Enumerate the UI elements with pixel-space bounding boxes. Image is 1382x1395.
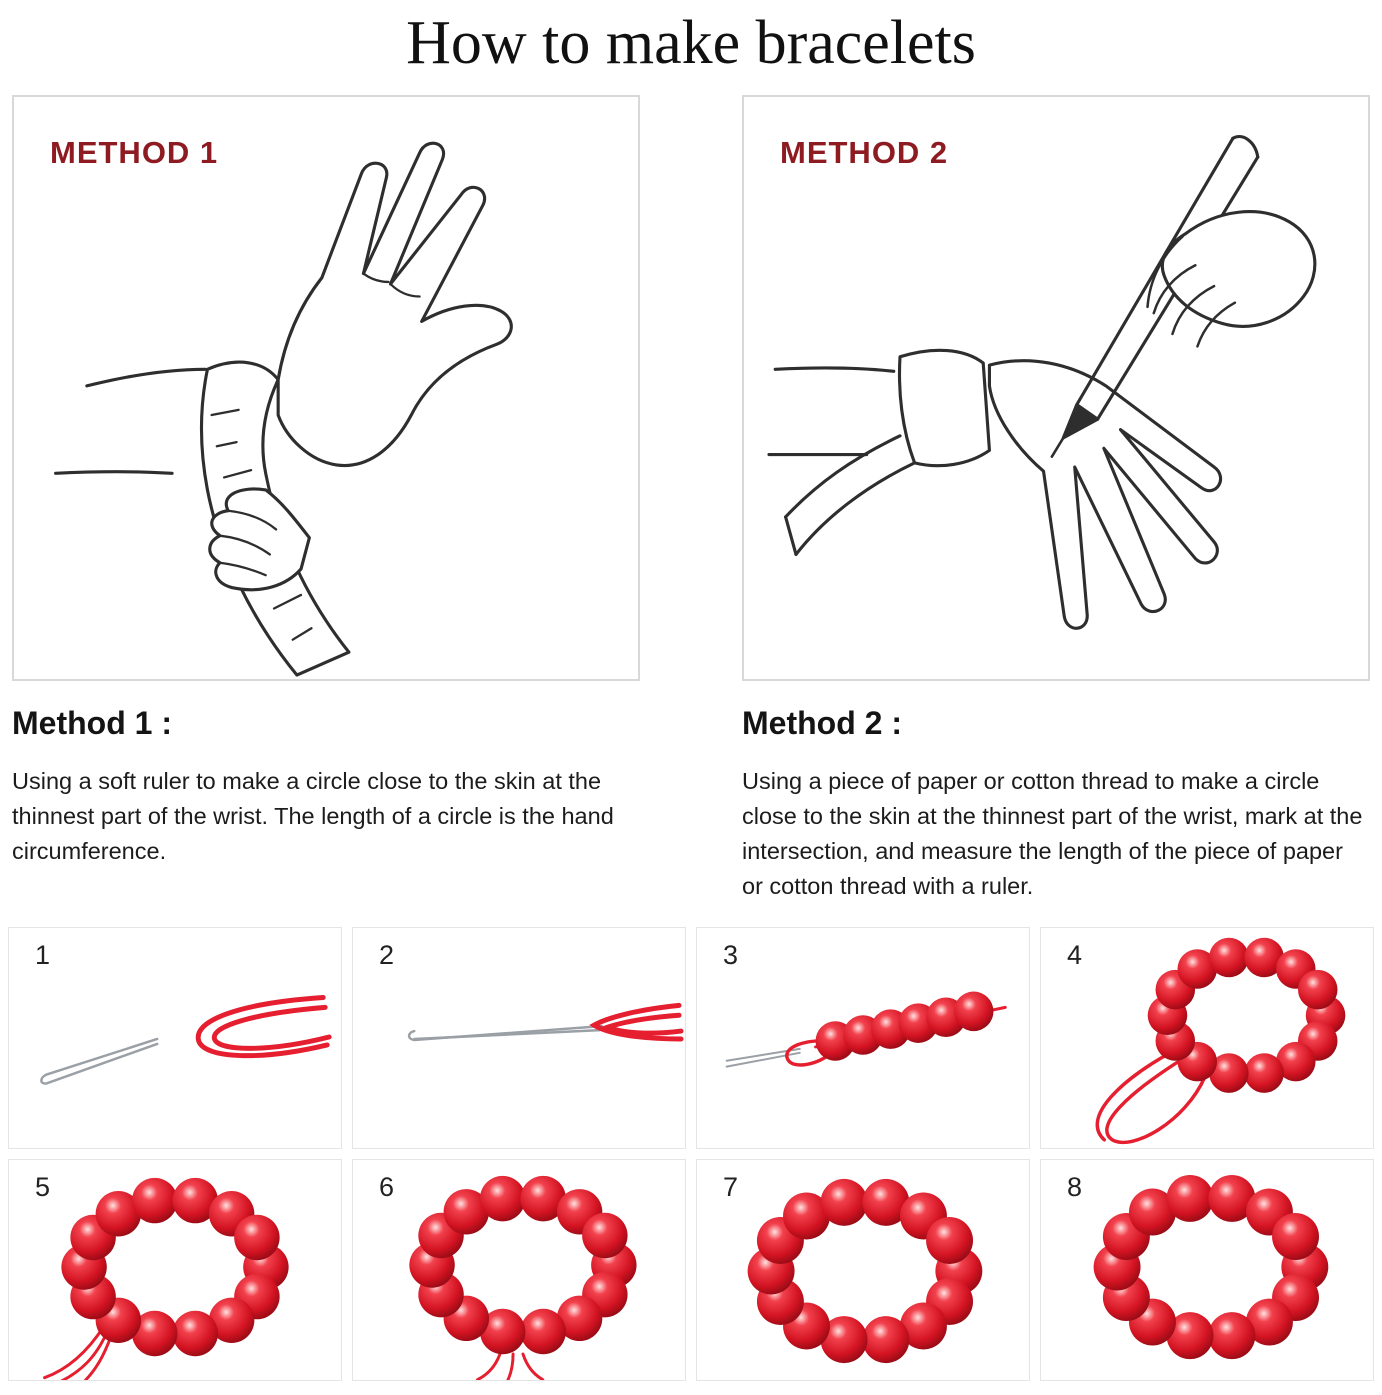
method-2-heading: Method 2 :	[742, 705, 902, 742]
method-1-label: METHOD 1	[50, 135, 219, 171]
method-1-text: Method 1 : Using a soft ruler to make a …	[12, 695, 640, 903]
method-2-description: Using a piece of paper or cotton thread …	[742, 768, 1363, 899]
step-2: 2	[352, 927, 686, 1150]
method-1-panel: METHOD 1	[12, 95, 640, 682]
assembly-steps-grid: 1 2 3	[0, 927, 1382, 1382]
step-2-number: 2	[379, 940, 395, 971]
step-1-number: 1	[35, 940, 51, 971]
step-7: 7	[696, 1159, 1030, 1382]
step-4: 4	[1040, 927, 1374, 1150]
page-title: How to make bracelets	[406, 9, 976, 77]
method-descriptions-row: Method 1 : Using a soft ruler to make a …	[0, 681, 1382, 903]
method-2-panel: METHOD 2	[742, 95, 1370, 682]
method-1-heading: Method 1 :	[12, 705, 172, 742]
step-3: 3	[696, 927, 1030, 1150]
bead-ring-with-loop-photo	[1095, 928, 1373, 1145]
step-8-number: 8	[1067, 1172, 1083, 1203]
step-5-number: 5	[35, 1172, 51, 1203]
method-2-label: METHOD 2	[780, 135, 949, 171]
beads-strung-photo	[725, 991, 1007, 1069]
step-7-number: 7	[723, 1172, 739, 1203]
step-6: 6	[352, 1159, 686, 1382]
bracelet-loose-cords-photo	[43, 1160, 341, 1381]
pen-icon	[1075, 137, 1235, 407]
method-1-description: Using a soft ruler to make a circle clos…	[12, 768, 614, 864]
cord-threaded-photo	[407, 1003, 684, 1042]
finished-bracelet-photo	[697, 1160, 1029, 1380]
wrist-ruler-illustration	[54, 141, 513, 677]
finished-bracelet-alt-photo	[1041, 1160, 1373, 1380]
step-3-number: 3	[723, 940, 739, 971]
bracelet-cords-bottom-photo	[353, 1160, 685, 1381]
step-1: 1	[8, 927, 342, 1150]
step-4-number: 4	[1067, 940, 1083, 971]
method-2-text: Method 2 : Using a piece of paper or cot…	[742, 695, 1370, 903]
wrist-pen-marking-illustration	[767, 135, 1317, 631]
step-5: 5	[8, 1159, 342, 1382]
needle-and-cord-photo	[40, 995, 332, 1086]
method-panels-row: METHOD 1	[0, 95, 1382, 682]
step-8: 8	[1040, 1159, 1374, 1382]
step-6-number: 6	[379, 1172, 395, 1203]
